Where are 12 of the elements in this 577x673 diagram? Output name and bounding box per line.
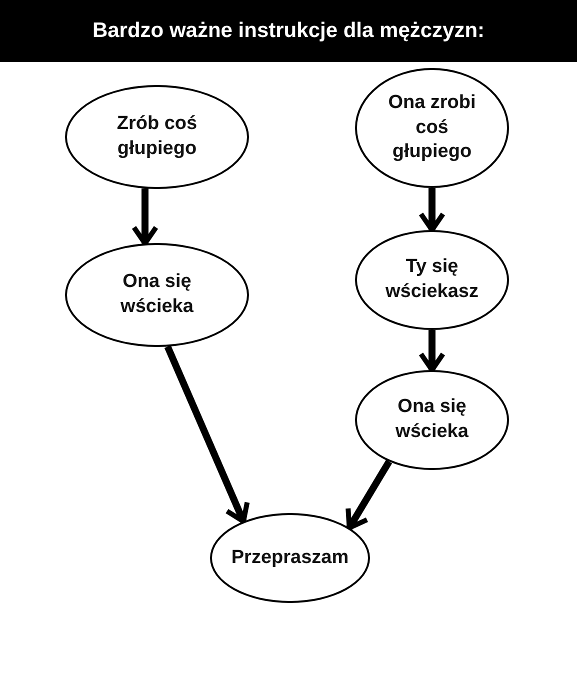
node-label: Ty się wściekasz bbox=[384, 255, 480, 304]
node-label: Ona zrobi coś głupiego bbox=[387, 90, 477, 164]
node-label: Zrób coś głupiego bbox=[116, 112, 198, 161]
node-label: Ona się wścieka bbox=[120, 270, 194, 319]
arrow bbox=[418, 330, 446, 372]
arrow bbox=[418, 188, 446, 232]
node-label: Ona się wścieka bbox=[394, 395, 470, 444]
arrow bbox=[164, 345, 250, 524]
arrow bbox=[132, 188, 158, 246]
node-label: Przepraszam bbox=[231, 546, 349, 570]
title-bar: Bardzo ważne instrukcje dla mężczyzn: bbox=[0, 0, 577, 62]
arrow bbox=[346, 460, 392, 530]
